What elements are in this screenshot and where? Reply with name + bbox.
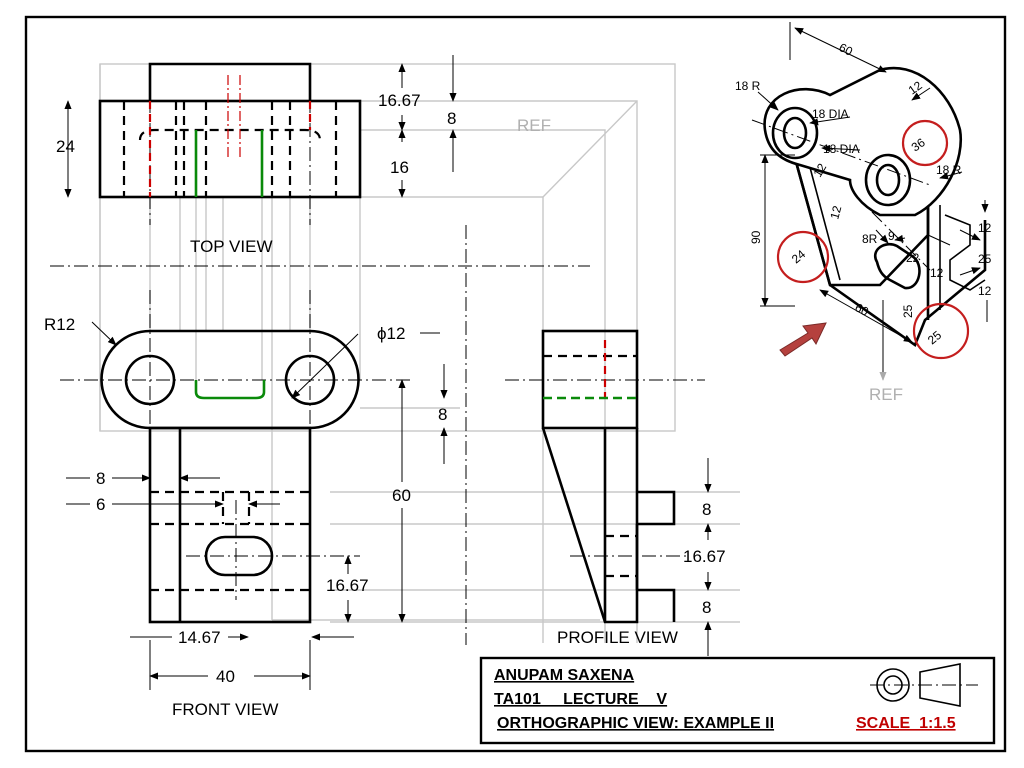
isometric-view xyxy=(751,66,987,348)
profile-view xyxy=(541,329,676,624)
top-view xyxy=(98,62,362,199)
top-view-label: TOP VIEW xyxy=(190,237,273,256)
dim-14-67: 14.67 xyxy=(178,628,221,647)
iso-dim-18dia-a: 18 DIA xyxy=(812,107,849,121)
ref-label-iso: REF xyxy=(869,385,903,404)
front-view-label: FRONT VIEW xyxy=(172,700,278,719)
iso-dim-24: 24 xyxy=(789,247,808,267)
dim-40: 40 xyxy=(216,667,235,686)
iso-dim-18r: 18 R xyxy=(735,79,761,93)
dim-16-67-top: 16.67 xyxy=(378,91,421,110)
dim-r12: R12 xyxy=(44,315,75,334)
iso-dim-60-top: 60 xyxy=(837,40,856,59)
front-view-dimensions xyxy=(66,321,448,690)
title-course: TA101 LECTURE V xyxy=(494,691,667,708)
dim-60-front: 60 xyxy=(392,486,411,505)
dim-16: 16 xyxy=(390,158,409,177)
iso-dim-25-c: 25 xyxy=(925,328,944,348)
dim-6-front: 6 xyxy=(96,495,105,514)
view-direction-arrow xyxy=(779,322,827,357)
iso-dim-60-bot: 60 xyxy=(853,300,872,319)
title-subject: ORTHOGRAPHIC VIEW: EXAMPLE II xyxy=(497,715,774,732)
dim-phi12: ϕ12 xyxy=(377,324,405,343)
dim-8-profile-a: 8 xyxy=(702,500,711,519)
iso-dim-12-b: 12 xyxy=(827,204,844,221)
dim-16-67-profile: 16.67 xyxy=(683,547,726,566)
iso-dim-12-a: 12 xyxy=(810,161,829,180)
title-author: ANUPAM SAXENA xyxy=(494,667,635,684)
dim-8-profile-b: 8 xyxy=(702,598,711,617)
iso-dim-18r-b: 18 R xyxy=(936,163,962,177)
dim-8-top: 8 xyxy=(447,109,456,128)
dim-8-front-right: 8 xyxy=(438,405,447,424)
isometric-dimensions xyxy=(757,22,989,381)
iso-dim-25-b: 25 xyxy=(901,304,915,318)
profile-view-label: PROFILE VIEW xyxy=(557,628,678,647)
dim-8-front: 8 xyxy=(96,469,105,488)
iso-dim-22: 22 xyxy=(906,251,920,265)
sheet-border xyxy=(24,15,1007,753)
front-view xyxy=(100,329,360,624)
center-lines xyxy=(50,75,705,645)
iso-dim-12-e: 12 xyxy=(978,284,992,298)
iso-dim-90: 90 xyxy=(749,230,763,244)
dim-16-67-front: 16.67 xyxy=(326,576,369,595)
iso-dim-25-a: 25 xyxy=(978,252,992,266)
title-scale: SCALE 1:1.5 xyxy=(856,715,956,732)
iso-dim-8r: 8R xyxy=(862,232,878,246)
dim-24: 24 xyxy=(56,137,75,156)
ref-label-top: REF xyxy=(517,116,551,135)
iso-dim-9: 9 xyxy=(888,229,895,243)
title-block xyxy=(479,656,996,745)
iso-dim-12-d: 12 xyxy=(930,266,944,280)
iso-dim-12-c: 12 xyxy=(978,221,992,235)
annotation-circles xyxy=(776,119,970,360)
top-view-dimensions xyxy=(64,55,457,198)
iso-dim-18dia-b: 18 DIA xyxy=(823,142,860,156)
